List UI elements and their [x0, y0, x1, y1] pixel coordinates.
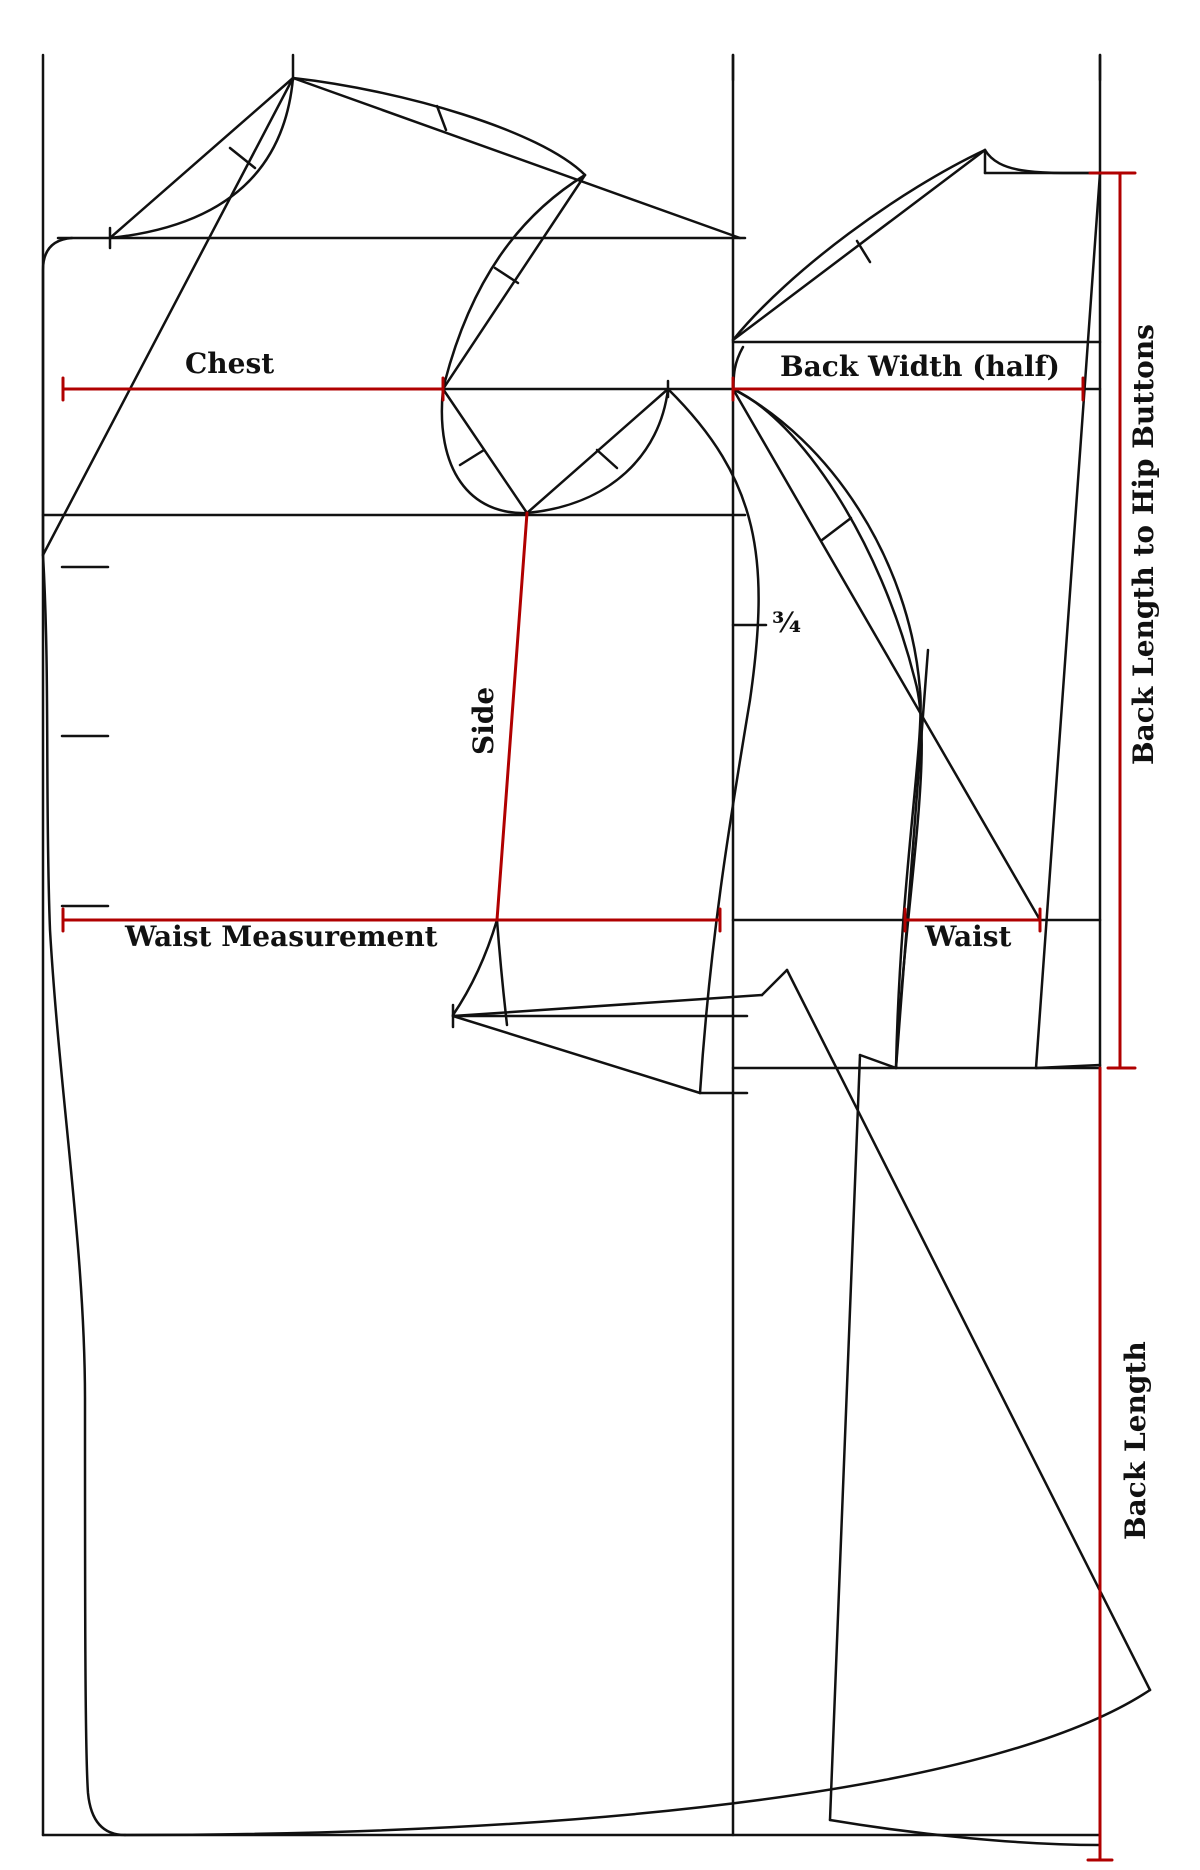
- back-side-seam-outer: [731, 387, 923, 1070]
- front-neck-curve: [108, 76, 295, 240]
- shoulder-construction-line: [291, 76, 742, 240]
- center-back-seam: [1034, 171, 1102, 1070]
- label-waist-measurement: Waist Measurement: [124, 920, 438, 953]
- center-back-return: [1034, 1063, 1102, 1070]
- front-skirt-long-diagonal: [785, 968, 1152, 1692]
- back-skirt-hem: [828, 1818, 1102, 1847]
- front-armhole-bisector: [493, 266, 520, 285]
- front-skirt-top-rise: [760, 968, 789, 997]
- armhole-depth-diagonal: [441, 387, 529, 515]
- labels: Chest Back Width (half) Side ¾ Waist Mea…: [124, 324, 1160, 1540]
- front-hip-slant: [451, 1014, 702, 1095]
- front-armhole-upper: [441, 173, 587, 391]
- back-piece: [731, 148, 1152, 1847]
- front-piece: [41, 76, 1152, 1837]
- label-back-length-to-hip-buttons: Back Length to Hip Buttons: [1127, 324, 1160, 765]
- front-hem-curve: [123, 1688, 1152, 1837]
- measurement-lines: [61, 171, 1137, 1862]
- armhole-depth-bisector: [458, 448, 486, 467]
- back-skirt-waist-step: [858, 1053, 898, 1070]
- sidebody-armhole-bisector: [595, 448, 619, 470]
- front-armhole-lower: [440, 387, 529, 515]
- back-armhole-diagonal: [731, 387, 1042, 922]
- front-dart-left: [451, 918, 499, 1017]
- label-back-length: Back Length: [1119, 1341, 1152, 1540]
- side-measure-line: [495, 511, 529, 922]
- front-left-edge: [41, 553, 127, 1837]
- pocket-line-upper: [451, 993, 764, 1018]
- back-shoulder-curve: [731, 148, 987, 342]
- label-chest: Chest: [185, 347, 274, 380]
- front-neck-bisector: [228, 146, 257, 170]
- back-side-bisector: [820, 516, 853, 542]
- sidebody-back-seam: [666, 387, 760, 1095]
- label-back-width: Back Width (half): [780, 350, 1060, 383]
- back-side-guide: [894, 648, 930, 1070]
- label-waist: Waist: [924, 920, 1012, 953]
- back-shoulder-bisector: [855, 239, 872, 264]
- shoulder-bisector: [435, 104, 448, 132]
- front-edge-diagonal: [41, 76, 295, 557]
- shoulder-curve: [291, 76, 587, 177]
- back-neck-curve: [983, 148, 1102, 175]
- label-three-quarter: ¾: [772, 606, 801, 639]
- label-side: Side: [467, 687, 500, 755]
- front-neck-diagonal: [108, 76, 295, 240]
- front-armhole-diagonal: [441, 173, 587, 391]
- back-side-seam-inner: [731, 387, 922, 1070]
- sidebody-armhole-curve: [525, 387, 670, 515]
- back-skirt-left-edge: [828, 1053, 862, 1822]
- front-dart-right: [495, 918, 509, 1027]
- front-top-corner: [41, 236, 74, 557]
